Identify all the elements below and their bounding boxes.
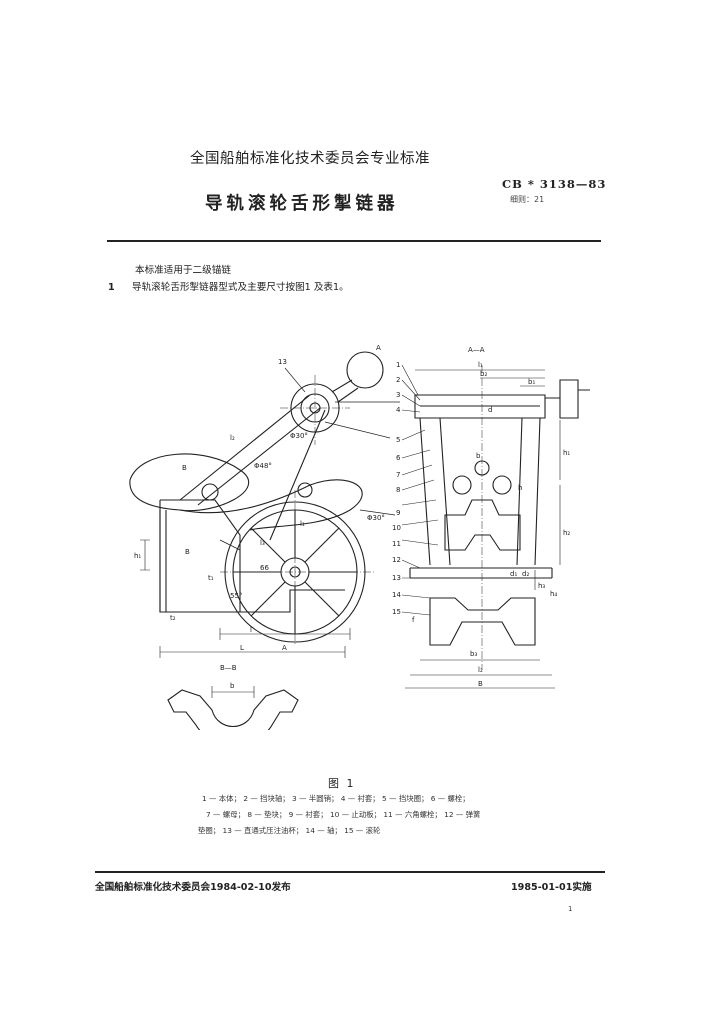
effective-date: 1985-01-01实施 bbox=[511, 882, 592, 893]
issued-date: 全国船舶标准化技术委员会1984-02-10发布 bbox=[95, 882, 291, 893]
aa-handle bbox=[545, 379, 590, 419]
stopper-pin bbox=[201, 483, 219, 501]
figure-caption: 图 1 bbox=[328, 777, 356, 790]
dim-h4: h₄ bbox=[550, 590, 557, 598]
aa-link-hole-1 bbox=[452, 475, 472, 495]
callout-1: 1 bbox=[396, 361, 400, 369]
dim-l3: l₃ bbox=[260, 539, 265, 547]
document-title: 导轨滚轮舌形掣链器 bbox=[205, 194, 399, 214]
dim-l4: l₁ bbox=[478, 361, 483, 369]
section-bb-title: B—B bbox=[220, 664, 237, 672]
callout-11: 11 bbox=[392, 540, 401, 548]
section-1: 1 导轨滚轮舌形掣链器型式及主要尺寸按图1 及表1。 bbox=[108, 279, 349, 293]
label-a-top: A bbox=[376, 344, 381, 352]
dim-d1: d₁ bbox=[510, 570, 517, 578]
left-dimension-lines bbox=[140, 539, 351, 658]
label-b-lower: B bbox=[185, 548, 190, 556]
callout-7: 7 bbox=[396, 471, 400, 479]
dim-l2-right: l₂ bbox=[478, 666, 483, 674]
callout-13-top: 13 bbox=[278, 358, 287, 366]
issuing-organization: 全国船舶标准化技术委员会专业标准 bbox=[190, 151, 430, 167]
dim-l1-left: l₁ bbox=[300, 520, 305, 528]
footer-rule bbox=[95, 871, 605, 873]
stopper-pin-2 bbox=[297, 482, 313, 498]
header-rule bbox=[107, 240, 601, 242]
legend-line-1: 1 — 本体； 2 — 挡块轴； 3 — 半圆销； 4 — 衬套； 5 — 挡块… bbox=[202, 794, 470, 803]
dim-A-bottom: A bbox=[282, 644, 287, 652]
dim-h3: h₃ bbox=[538, 582, 545, 590]
callout-3: 3 bbox=[396, 391, 400, 399]
leader-lines bbox=[219, 367, 400, 551]
dim-l: l bbox=[250, 626, 252, 634]
dim-h1: h₁ bbox=[563, 449, 570, 457]
stopper-profile bbox=[129, 453, 249, 512]
label-66: 66 bbox=[260, 564, 269, 572]
callout-2: 2 bbox=[396, 376, 400, 384]
aa-body-left bbox=[419, 417, 451, 566]
dim-B: B bbox=[478, 680, 483, 688]
aa-link-hole-2 bbox=[492, 475, 512, 495]
dim-l2: l₂ bbox=[230, 434, 235, 442]
dim-b: b bbox=[476, 452, 481, 460]
callout-5: 5 bbox=[396, 436, 400, 444]
angle-30-top: Φ30° bbox=[290, 432, 308, 440]
dim-t2: t₂ bbox=[170, 614, 176, 622]
angle-48: Φ48° bbox=[254, 462, 272, 470]
callout-6: 6 bbox=[396, 454, 401, 462]
legend-line-2: 7 — 螺母； 8 — 垫块； 9 — 衬套； 10 — 止动板； 11 — 六… bbox=[206, 810, 481, 819]
callout-12: 12 bbox=[392, 556, 401, 564]
dim-b1: b₁ bbox=[528, 378, 535, 386]
angle-30-right: Φ30° bbox=[367, 514, 385, 522]
scope-paragraph: 本标准适用于二级锚链 bbox=[135, 265, 231, 276]
dim-b3: b₃ bbox=[470, 650, 477, 658]
aa-dimension-lines bbox=[405, 369, 561, 689]
section-aa-title: A—A bbox=[468, 346, 485, 354]
lever-arm bbox=[179, 394, 326, 541]
dim-b2: b₂ bbox=[480, 370, 487, 378]
aa-leader-lines bbox=[401, 364, 439, 616]
callout-14: 14 bbox=[392, 591, 401, 599]
dim-h1-left: h₁ bbox=[134, 552, 141, 560]
aa-roller bbox=[429, 597, 536, 646]
callout-4: 4 bbox=[396, 406, 401, 414]
section-number: 1 bbox=[108, 282, 115, 293]
callout-10: 10 bbox=[392, 524, 401, 532]
bb-dimension-line bbox=[211, 686, 255, 698]
dim-t1: t₁ bbox=[208, 574, 214, 582]
dim-d2: d₂ bbox=[522, 570, 529, 578]
callout-9: 9 bbox=[396, 509, 400, 517]
bb-section-profile bbox=[167, 689, 299, 730]
dim-b-bb: b bbox=[230, 682, 235, 690]
handle-knob bbox=[346, 351, 384, 389]
aa-body-right bbox=[516, 417, 541, 566]
standard-code: CB * 3138—83 bbox=[502, 177, 607, 191]
bracket-plate bbox=[160, 499, 241, 612]
handle-arm bbox=[331, 379, 359, 403]
callout-15: 15 bbox=[392, 608, 401, 616]
angle-55: 55° bbox=[230, 592, 242, 600]
dim-L: L bbox=[240, 644, 244, 652]
section-text: 导轨滚轮舌形掣链器型式及主要尺寸按图1 及表1。 bbox=[132, 282, 349, 293]
callout-8: 8 bbox=[396, 486, 400, 494]
aa-axle bbox=[409, 567, 553, 579]
aa-chain-link bbox=[444, 499, 521, 551]
dim-d: d bbox=[488, 406, 492, 414]
aa-top-plate bbox=[414, 394, 546, 419]
stopper-tongue bbox=[179, 479, 363, 531]
legend-line-3: 垫圈； 13 — 直通式压注油杯； 14 — 轴； 15 — 滚轮 bbox=[198, 826, 381, 835]
dim-f: f bbox=[412, 616, 415, 624]
figure-1-drawing: 13 A B B Φ30° Φ48° Φ30° 55° 66 l L A h₁ … bbox=[129, 344, 590, 730]
dim-h2: h₂ bbox=[563, 529, 570, 537]
classification-number: 细则：21 bbox=[510, 195, 545, 204]
deck-wall bbox=[159, 510, 167, 612]
callout-13: 13 bbox=[392, 574, 401, 582]
page-number: 1 bbox=[568, 905, 573, 913]
dim-h: h bbox=[518, 484, 522, 492]
label-b-left: B bbox=[182, 464, 187, 472]
